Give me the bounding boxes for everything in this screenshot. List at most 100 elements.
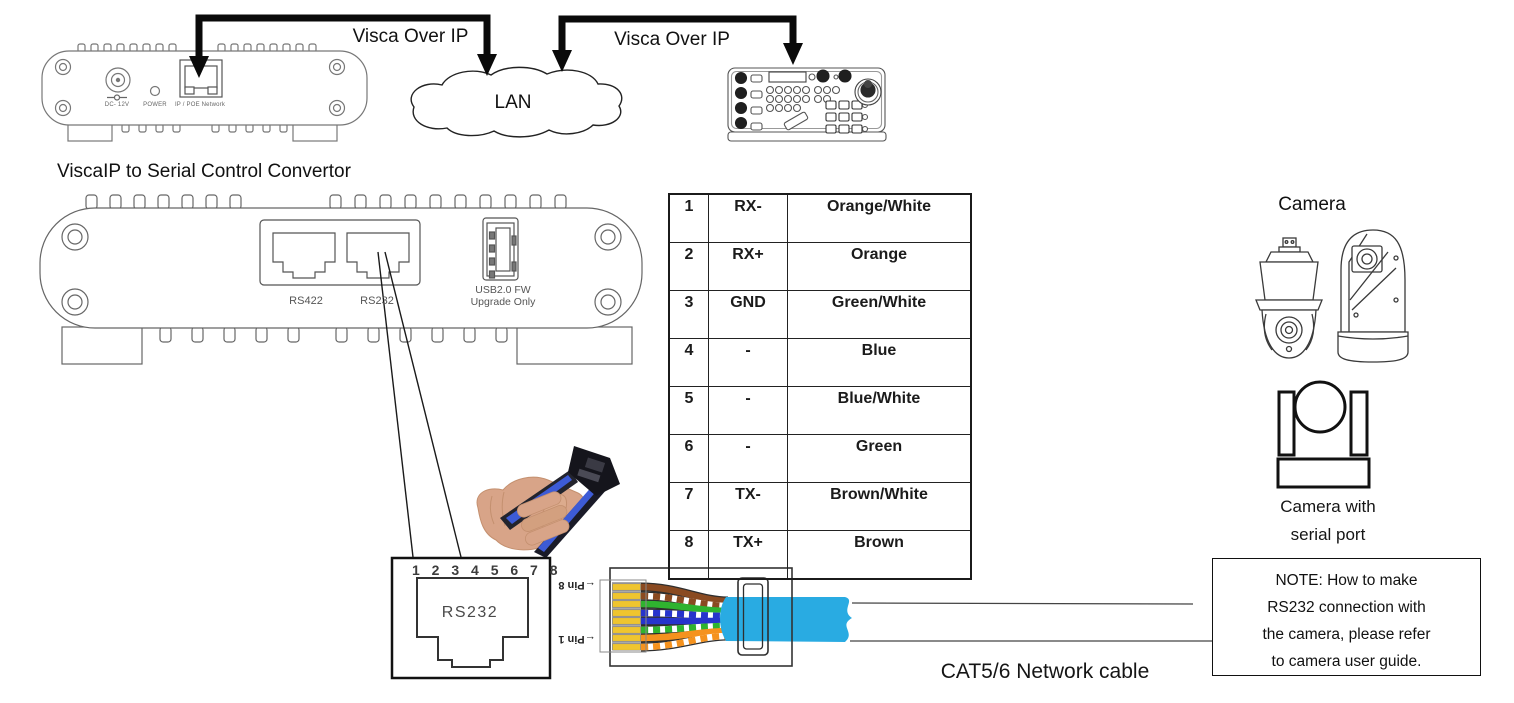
pin-signal: RX+ — [708, 242, 788, 291]
wire-orange-white-base — [640, 632, 729, 651]
visca-connection-line-1 — [189, 14, 497, 78]
camera-caption: Camera with serial port — [1280, 497, 1376, 544]
dc-jack-icon — [105, 67, 131, 93]
dc-polarity-icon — [107, 94, 127, 101]
note-box: NOTE: How to make RS232 connection with … — [1212, 558, 1481, 676]
pin-wire-color: Blue — [787, 338, 972, 387]
table-row: 1 RX- Orange/White — [668, 193, 972, 243]
table-row: 6 - Green — [668, 434, 972, 483]
controller-display — [768, 71, 807, 83]
ip-poe-network-label: IP / POE Network — [174, 102, 226, 108]
lan-label: LAN — [494, 92, 532, 113]
network-cable — [720, 597, 852, 642]
pin-wire-color: Orange — [787, 242, 972, 291]
pin-number: 4 — [668, 338, 709, 387]
small-converter-drawing — [41, 43, 368, 142]
arrow-down-icon — [552, 50, 572, 72]
table-row: 3 GND Green/White — [668, 290, 972, 339]
pin-wire-color: Brown/White — [787, 482, 972, 531]
socket-rs232-label: RS232 — [441, 604, 499, 621]
main-converter-foot-right — [516, 326, 633, 365]
camera-title: Camera — [1278, 194, 1346, 215]
cable-label: CAT5/6 Network cable — [940, 660, 1150, 683]
pin-signal: RX- — [708, 193, 788, 243]
crimping-tool-photo — [476, 446, 620, 558]
main-converter-top-tabs — [85, 194, 567, 210]
pin-number: 5 — [668, 386, 709, 435]
serial-ptz-camera-icon — [1276, 380, 1371, 489]
arrow-left-icon: ← — [584, 633, 596, 645]
pin-number: 1 — [668, 193, 709, 243]
dome-camera-drawing — [1255, 237, 1323, 359]
pin-wire-color: Green — [787, 434, 972, 483]
pin-wire-color: Blue/White — [787, 386, 972, 435]
poe-network-port-icon — [179, 59, 223, 98]
converter-title: ViscaIP to Serial Control Convertor — [57, 161, 351, 182]
rs232-label: RS232 — [360, 295, 394, 307]
visca-connection-line-2 — [552, 15, 803, 72]
arrow-down-icon — [783, 43, 803, 65]
wire-orange — [640, 627, 729, 642]
pin-signal: TX- — [708, 482, 788, 531]
pin-number: 2 — [668, 242, 709, 291]
pin1-callout: ←Pin 1 — [558, 633, 596, 645]
rs232-socket-diagram — [390, 556, 552, 680]
cable-leader-lines — [850, 602, 1212, 642]
arrow-down-icon — [189, 56, 209, 78]
note-line: the camera, please refer — [1262, 626, 1431, 643]
main-converter-drawing — [39, 194, 643, 365]
pin-wire-color: Green/White — [787, 290, 972, 339]
wire-brown — [640, 583, 729, 605]
arrow-down-icon — [477, 54, 497, 76]
wire-green-white-base — [640, 622, 729, 634]
joystick-icon — [854, 78, 882, 106]
table-row: 7 TX- Brown/White — [668, 482, 972, 531]
dc-12v-label: DC- 12V — [104, 102, 130, 108]
power-label: POWER — [143, 102, 167, 108]
table-row: 4 - Blue — [668, 338, 972, 387]
pin8-callout: ←Pin 8 — [558, 579, 596, 591]
wire-green — [640, 600, 729, 615]
note-line: RS232 connection with — [1267, 599, 1426, 616]
rs232-pointer-lines — [377, 251, 462, 558]
keyboard-controller-drawing — [727, 67, 887, 142]
usb-port-icon — [482, 217, 519, 281]
socket-pin-numbers: 1 2 3 4 5 6 7 8 — [412, 562, 562, 578]
arrow-left-icon: ← — [584, 579, 596, 591]
visca-over-ip-label-2: Visca Over IP — [614, 29, 730, 50]
usb-label: USB2.0 FW Upgrade Only — [470, 284, 536, 308]
pin-signal: - — [708, 434, 788, 483]
note-line: NOTE: How to make — [1275, 572, 1418, 589]
pin-number: 6 — [668, 434, 709, 483]
small-converter-foot-left — [67, 123, 113, 142]
pin-wire-color: Brown — [787, 530, 972, 580]
pin-signal: GND — [708, 290, 788, 339]
main-converter-bottom-tabs — [159, 326, 508, 343]
screw-icon — [61, 223, 622, 316]
main-converter-foot-left — [61, 326, 143, 365]
rs422-label: RS422 — [289, 295, 323, 307]
pin-signal: - — [708, 386, 788, 435]
pin-wire-color: Orange/White — [787, 193, 972, 243]
lan-cloud — [410, 66, 623, 138]
controller-lever — [783, 111, 809, 131]
rj45-plug-diagram — [599, 567, 1212, 667]
rugged-ptz-camera-drawing — [1337, 229, 1409, 363]
wire-brown-white-base — [640, 592, 729, 610]
table-row: 5 - Blue/White — [668, 386, 972, 435]
screw-icon — [54, 58, 346, 117]
rs422-port-icon — [272, 232, 336, 279]
visca-over-ip-label-1: Visca Over IP — [352, 26, 469, 47]
small-converter-foot-right — [292, 123, 338, 142]
pin-number: 7 — [668, 482, 709, 531]
power-led-icon — [149, 85, 161, 97]
wire-blue-white — [640, 609, 729, 620]
table-row: 2 RX+ Orange — [668, 242, 972, 291]
rj45-jack-outline — [416, 577, 529, 668]
rs232-pinout-table: 1 RX- Orange/White 2 RX+ Orange 3 GND Gr… — [668, 193, 972, 580]
pin-signal: - — [708, 338, 788, 387]
table-row: 8 TX+ Brown — [668, 530, 972, 580]
pin-number: 3 — [668, 290, 709, 339]
